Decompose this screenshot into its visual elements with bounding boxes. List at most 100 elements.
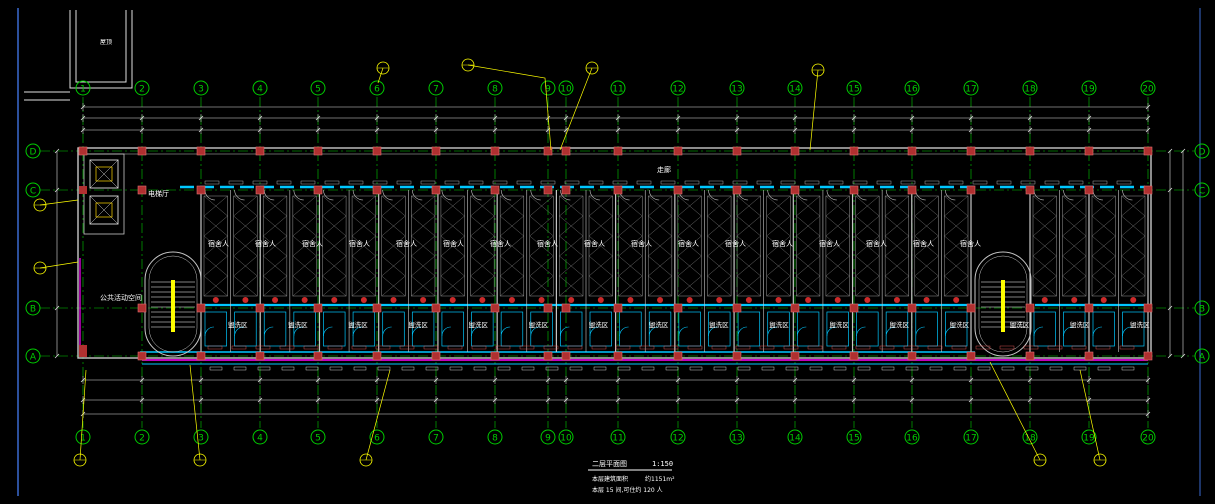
- bunk-bed: [588, 195, 613, 297]
- door-swing: [382, 189, 393, 201]
- structural-column: [372, 185, 382, 195]
- leader-line-5: [79, 369, 87, 461]
- door-swing: [500, 189, 512, 201]
- window-tag: [828, 180, 844, 185]
- door-swing: [471, 189, 482, 201]
- bed-hatch: [1032, 235, 1057, 257]
- bath-door-swing: [915, 326, 925, 337]
- axis-bubble-6: [369, 80, 385, 96]
- bed-hatch: [322, 195, 347, 217]
- window-tag: [348, 180, 364, 185]
- axis-label-6: 6: [374, 85, 380, 95]
- structural-column: [196, 351, 206, 361]
- structural-column: [849, 146, 859, 156]
- bed-hatch: [914, 215, 939, 237]
- axis-bubble-14: [787, 429, 803, 445]
- axis-bubble-20: [1140, 80, 1156, 96]
- bed-hatch: [1091, 215, 1116, 237]
- axis-bubble-9: [540, 80, 556, 96]
- bed-hatch: [322, 235, 347, 257]
- structural-column: [431, 185, 441, 195]
- axis-label-3: 3: [198, 85, 204, 95]
- bath-door-swing: [471, 326, 481, 337]
- fixture-mark: [1100, 297, 1107, 303]
- balcony-tag: [375, 345, 391, 350]
- bunk-bed: [322, 195, 347, 297]
- bed-hatch: [588, 275, 613, 297]
- window-tag: [204, 180, 220, 185]
- elevation-tag: [305, 366, 319, 371]
- structural-column: [137, 351, 147, 361]
- door-swing: [323, 189, 334, 201]
- structural-column: [1143, 303, 1153, 313]
- fixture-mark: [272, 297, 279, 303]
- bed-hatch: [233, 255, 258, 277]
- bed-hatch: [855, 195, 880, 217]
- floor-plan-geometry: [77, 146, 1153, 365]
- axis-label-10: 10: [560, 434, 572, 444]
- axis-label-12: 12: [672, 85, 683, 95]
- elevation-tag: [809, 366, 823, 371]
- balcony-tag: [975, 345, 991, 350]
- bed-hatch: [559, 235, 584, 257]
- window-tag: [708, 180, 724, 185]
- bathroom-cell: [1033, 311, 1056, 347]
- bed-hatch: [381, 235, 406, 257]
- bunk-bed: [440, 195, 465, 297]
- door-swing: [263, 189, 275, 201]
- axis-bubble-3: [193, 429, 209, 445]
- dimension-tick: [54, 148, 60, 154]
- axis-label-10: 10: [560, 85, 572, 95]
- structural-column: [673, 303, 683, 313]
- bed-hatch: [1062, 235, 1087, 257]
- leader-line-1: [559, 67, 593, 151]
- bath-label-4: 盥洗区: [469, 320, 489, 329]
- elevation-tag: [545, 366, 559, 371]
- dimension-tick: [1180, 148, 1186, 154]
- structural-column: [431, 303, 441, 313]
- window-tag: [276, 180, 292, 185]
- door-swing: [352, 189, 364, 201]
- bunk-bed: [411, 195, 436, 297]
- structural-column: [966, 351, 976, 361]
- bed-hatch: [1062, 255, 1087, 277]
- window-tag: [324, 180, 340, 185]
- structural-column: [543, 351, 553, 361]
- bunk-bed: [825, 195, 850, 297]
- fixture-mark: [657, 297, 664, 303]
- plan-annotations: 宿舍人宿舍人宿舍人宿舍人宿舍人宿舍人宿舍人宿舍人宿舍人宿舍人宿舍人宿舍人宿舍人宿…: [33, 58, 1150, 467]
- bed-hatch: [855, 215, 880, 237]
- bed-hatch: [470, 255, 495, 277]
- elevation-tag: [785, 366, 799, 371]
- door-swing: [412, 189, 423, 201]
- structural-column: [196, 146, 206, 156]
- window-tag: [1068, 180, 1084, 185]
- axis-label-9: 9: [545, 85, 551, 95]
- fixture-mark: [1071, 297, 1078, 303]
- structural-column: [966, 146, 976, 156]
- structural-column: [907, 146, 917, 156]
- axis-bubble-17: [963, 80, 979, 96]
- bed-hatch: [885, 275, 909, 297]
- elevation-tag: [329, 366, 343, 371]
- fixture-mark: [212, 297, 219, 303]
- axis-bubble-14: [787, 80, 803, 96]
- bath-door-swing: [648, 326, 659, 337]
- balcony-tag: [1023, 345, 1039, 350]
- bed-hatch: [677, 235, 702, 257]
- bed-hatch: [263, 215, 287, 237]
- axis-bubble-15: [846, 80, 862, 96]
- window-tag: [1020, 180, 1036, 185]
- structural-column: [561, 351, 571, 361]
- window-tag: [684, 180, 700, 185]
- axis-bubble-D: [25, 143, 41, 159]
- bunk-bed: [677, 195, 702, 297]
- bath-door-swing: [826, 326, 836, 337]
- axis-bubble-A: [25, 348, 41, 364]
- dimension-tick: [54, 305, 60, 311]
- balcony-tag: [591, 345, 607, 350]
- balcony-tag: [951, 345, 967, 350]
- bed-hatch: [411, 215, 436, 237]
- bathroom-cell: [382, 311, 405, 347]
- window-tag: [516, 180, 532, 185]
